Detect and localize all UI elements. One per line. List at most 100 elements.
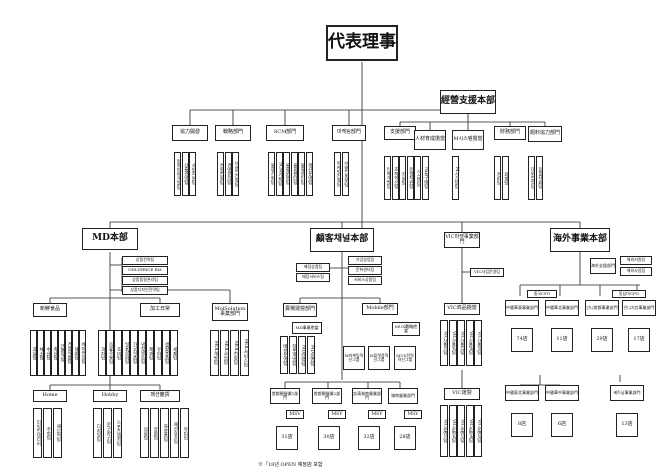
fresh-dept: 新鮮食品 (33, 303, 67, 317)
overseas-store-count: 11店 (551, 328, 573, 352)
org-leaf-unit: 마케팅전략팀 (334, 152, 341, 196)
fresh-leaf-unit: 베이커리팀 (79, 330, 86, 376)
store-count: 31店 (276, 426, 298, 450)
fashion-leaf-unit: 뷰티팀 (180, 408, 189, 458)
store-ops-leaf-unit: MD전략팀 (298, 336, 306, 374)
vic-dept: VIC마켓事業部門 (444, 232, 480, 248)
vic-ops-leaf-unit: VIC운영5팀 (474, 405, 482, 457)
support-leaf-unit: 공동구매팀 (421, 156, 429, 200)
mol-dept: MolSolution事業部門 (212, 303, 248, 321)
support-leaf-unit: 시스템팀 (414, 156, 421, 200)
support-leaf-unit: 조직혁신팀 (391, 156, 399, 200)
processed-leaf-unit: 생활용품팀 (162, 330, 170, 376)
overseas-store-count: 13店 (616, 413, 638, 437)
vic-ops-leaf-unit: VIC운영4팀 (465, 405, 474, 457)
org-leaf-unit: 협력업체개발팀 (174, 152, 181, 196)
fresh-leaf-unit: 건강식품팀 (65, 330, 72, 376)
dept-strategy: 戰略部門 (215, 125, 251, 141)
md-hq: MD本部 (82, 228, 138, 250)
support-hq: 經營支援本部 (440, 90, 496, 114)
processed-leaf-unit: 조미팀 (114, 330, 122, 376)
org-leaf-unit: 경영전략팀 (217, 152, 224, 196)
ch-side2-2: 문화센터팀 (348, 266, 382, 275)
support-leaf-unit: 동물사료팀 (535, 156, 543, 200)
mux-dept: MUX戰略擔當 (392, 322, 420, 336)
support-leaf-unit: 운영지원팀 (406, 156, 414, 200)
ch-side-2: 매장서비스팀 (296, 273, 330, 282)
overseas-store-count: 29店 (591, 328, 613, 352)
region-dept: 忠清湖南營業部門 (352, 388, 382, 404)
overseas-side-2: 해외사업팀 (620, 267, 652, 276)
org-leaf-unit: 물류기획팀 (268, 152, 275, 196)
vic-goods-leaf-unit: VIC상품3팀 (457, 320, 465, 366)
vic-side: VIC사업운영팀 (470, 268, 504, 277)
support-dept: 支援部門 (384, 126, 416, 140)
fresh-leaf-unit: 수산팀 (44, 330, 51, 376)
home-leaf-unit: 리빙인테리어 (33, 408, 42, 458)
overseas-side-1: 해외지원팀 (620, 256, 652, 265)
support-leaf-unit: 대외협력팀 (528, 156, 535, 200)
channel-hq: 顧客채널本部 (310, 228, 374, 252)
processed-leaf-unit: 가공식품팀 (130, 330, 138, 376)
processed-leaf-unit: 일용잡화팀 (122, 330, 130, 376)
overseas-unit: 인니지방事業部門 (622, 300, 656, 316)
store-count: 28店 (394, 426, 416, 450)
ceo-box: 代表理事 (326, 25, 398, 61)
hobby-dept: Hobby (93, 390, 127, 402)
support-leaf-unit: 지원팀 (399, 156, 406, 200)
processed-leaf-unit: 세제팀 (170, 330, 178, 376)
support-leaf-unit: 회계팀 (501, 156, 509, 200)
overseas-hq: 海外事業本部 (550, 228, 610, 252)
dept-marketing: 마케팅部門 (332, 125, 366, 141)
hobby-leaf-unit: 스포츠레저팀 (113, 408, 122, 458)
md-biz-dept: MD事業擔當 (292, 322, 322, 334)
org-leaf-unit: 브랜드홍보팀 (341, 152, 349, 196)
store-ops-leaf-unit: MD운영팀 (307, 336, 315, 374)
ch-side2-3: 서비스상품팀 (348, 276, 382, 285)
support-leaf-unit: 경리팀 (494, 156, 501, 200)
fresh-leaf-unit: 과일팀 (30, 330, 37, 376)
finance-dept: 財務部門 (494, 126, 526, 140)
vic-ops-leaf-unit: VIC운영3팀 (457, 405, 465, 457)
vic-goods-leaf-unit: VIC상품2팀 (448, 320, 457, 366)
mobile-group-2: M플랫폼혁신그룹 (368, 346, 390, 370)
overseas-unit: 中國華東事業部門 (505, 300, 539, 316)
md-side-3: 상품품질관리팀 (122, 276, 168, 285)
fashion-leaf-unit: 잡화팀 (150, 408, 159, 458)
home-dept: Home (33, 390, 67, 402)
mol-leaf-unit: MOL전략팀 (230, 330, 239, 376)
overseas-unit: 中國華中事業部門 (545, 385, 579, 401)
fresh-leaf-unit: 델리팀 (72, 330, 79, 376)
store-ops-leaf-unit: 매장운영팀 (280, 336, 288, 374)
overseas-unit: 中國華北事業部門 (545, 300, 579, 316)
fresh-leaf-unit: 축산팀 (51, 330, 58, 376)
support-leaf-unit: M시스템팀 (452, 156, 459, 200)
fresh-leaf-unit: 간편식팀 (58, 330, 65, 376)
mobile-group-3: MUX전략혁신그룹 (394, 346, 416, 370)
hr-dept: 人材育成擔當 (414, 130, 446, 150)
store-count: 30店 (318, 426, 340, 450)
processed-leaf-unit: 음료주류팀 (106, 330, 114, 376)
processed-dept: 加工日常 (140, 303, 180, 317)
vic-goods-leaf-unit: VIC상품5팀 (474, 320, 482, 366)
ch-side-1: 매장상품팀 (296, 263, 330, 272)
overseas-support: 海外支援部門 (590, 258, 616, 274)
fashion-leaf-unit: 패션슈즈팀 (170, 408, 179, 458)
region-dept: 嶺南營業部門 (388, 388, 418, 404)
org-leaf-unit: 물류센터팀 (290, 152, 298, 196)
home-leaf-unit: 주방팀 (43, 408, 52, 458)
vic-goods-leaf-unit: VIC상품4팀 (465, 320, 474, 366)
dept-collab: 協力開發 (172, 125, 208, 141)
store-count: 32店 (358, 426, 380, 450)
md-side-4: 상품디자인전략팀 (122, 286, 168, 295)
mobile-dept: Mobile部門 (362, 303, 398, 315)
cfo-sea: 동남아CFO (612, 290, 646, 298)
dept-scm: SCM部門 (266, 125, 304, 141)
vic-ops: VIC運營 (444, 388, 480, 400)
fashion-dept: 패션雜貨 (140, 390, 180, 402)
msv-label: MSV (328, 410, 346, 419)
support-leaf-unit: 인재개발팀 (384, 156, 391, 200)
overseas-store-count: 6店 (551, 413, 573, 437)
overseas-unit: 베트남事業部門 (610, 385, 644, 401)
